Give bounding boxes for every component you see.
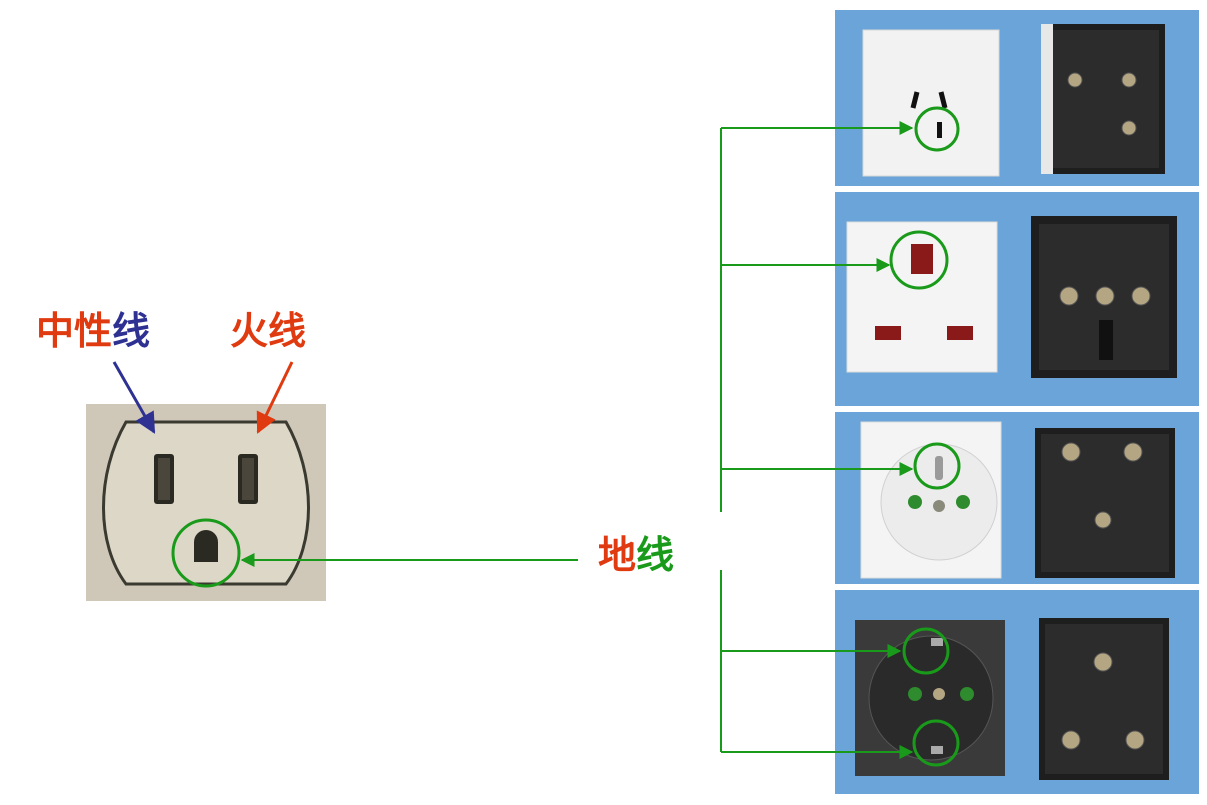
french-socket-photo	[835, 412, 1199, 584]
live-arrow	[256, 361, 294, 434]
neutral-label-part2: 线	[112, 309, 151, 353]
live-wire-label: 火线	[230, 312, 306, 350]
china-socket-photo	[835, 10, 1199, 186]
neutral-label-part1: 中性	[36, 309, 113, 353]
neutral-wire-label: 中性线	[36, 312, 150, 350]
schuko-bottom-ground-circle	[912, 719, 960, 767]
uk-socket-photo	[835, 192, 1199, 406]
live-label-part2: 线	[268, 309, 307, 353]
us-ground-circle	[171, 518, 241, 588]
french-ground-circle	[913, 442, 961, 490]
neutral-arrow	[112, 361, 156, 434]
schuko-socket-photo	[835, 590, 1199, 794]
china-ground-circle	[914, 106, 960, 152]
ground-label-part1: 地	[598, 533, 637, 577]
us-outlet-photo	[86, 404, 326, 601]
ground-wire-label: 地线	[598, 536, 674, 574]
schuko-top-ground-circle	[902, 627, 950, 675]
uk-ground-circle	[889, 230, 949, 290]
ground-label-part2: 线	[636, 533, 675, 577]
live-label-part1: 火	[230, 309, 269, 353]
